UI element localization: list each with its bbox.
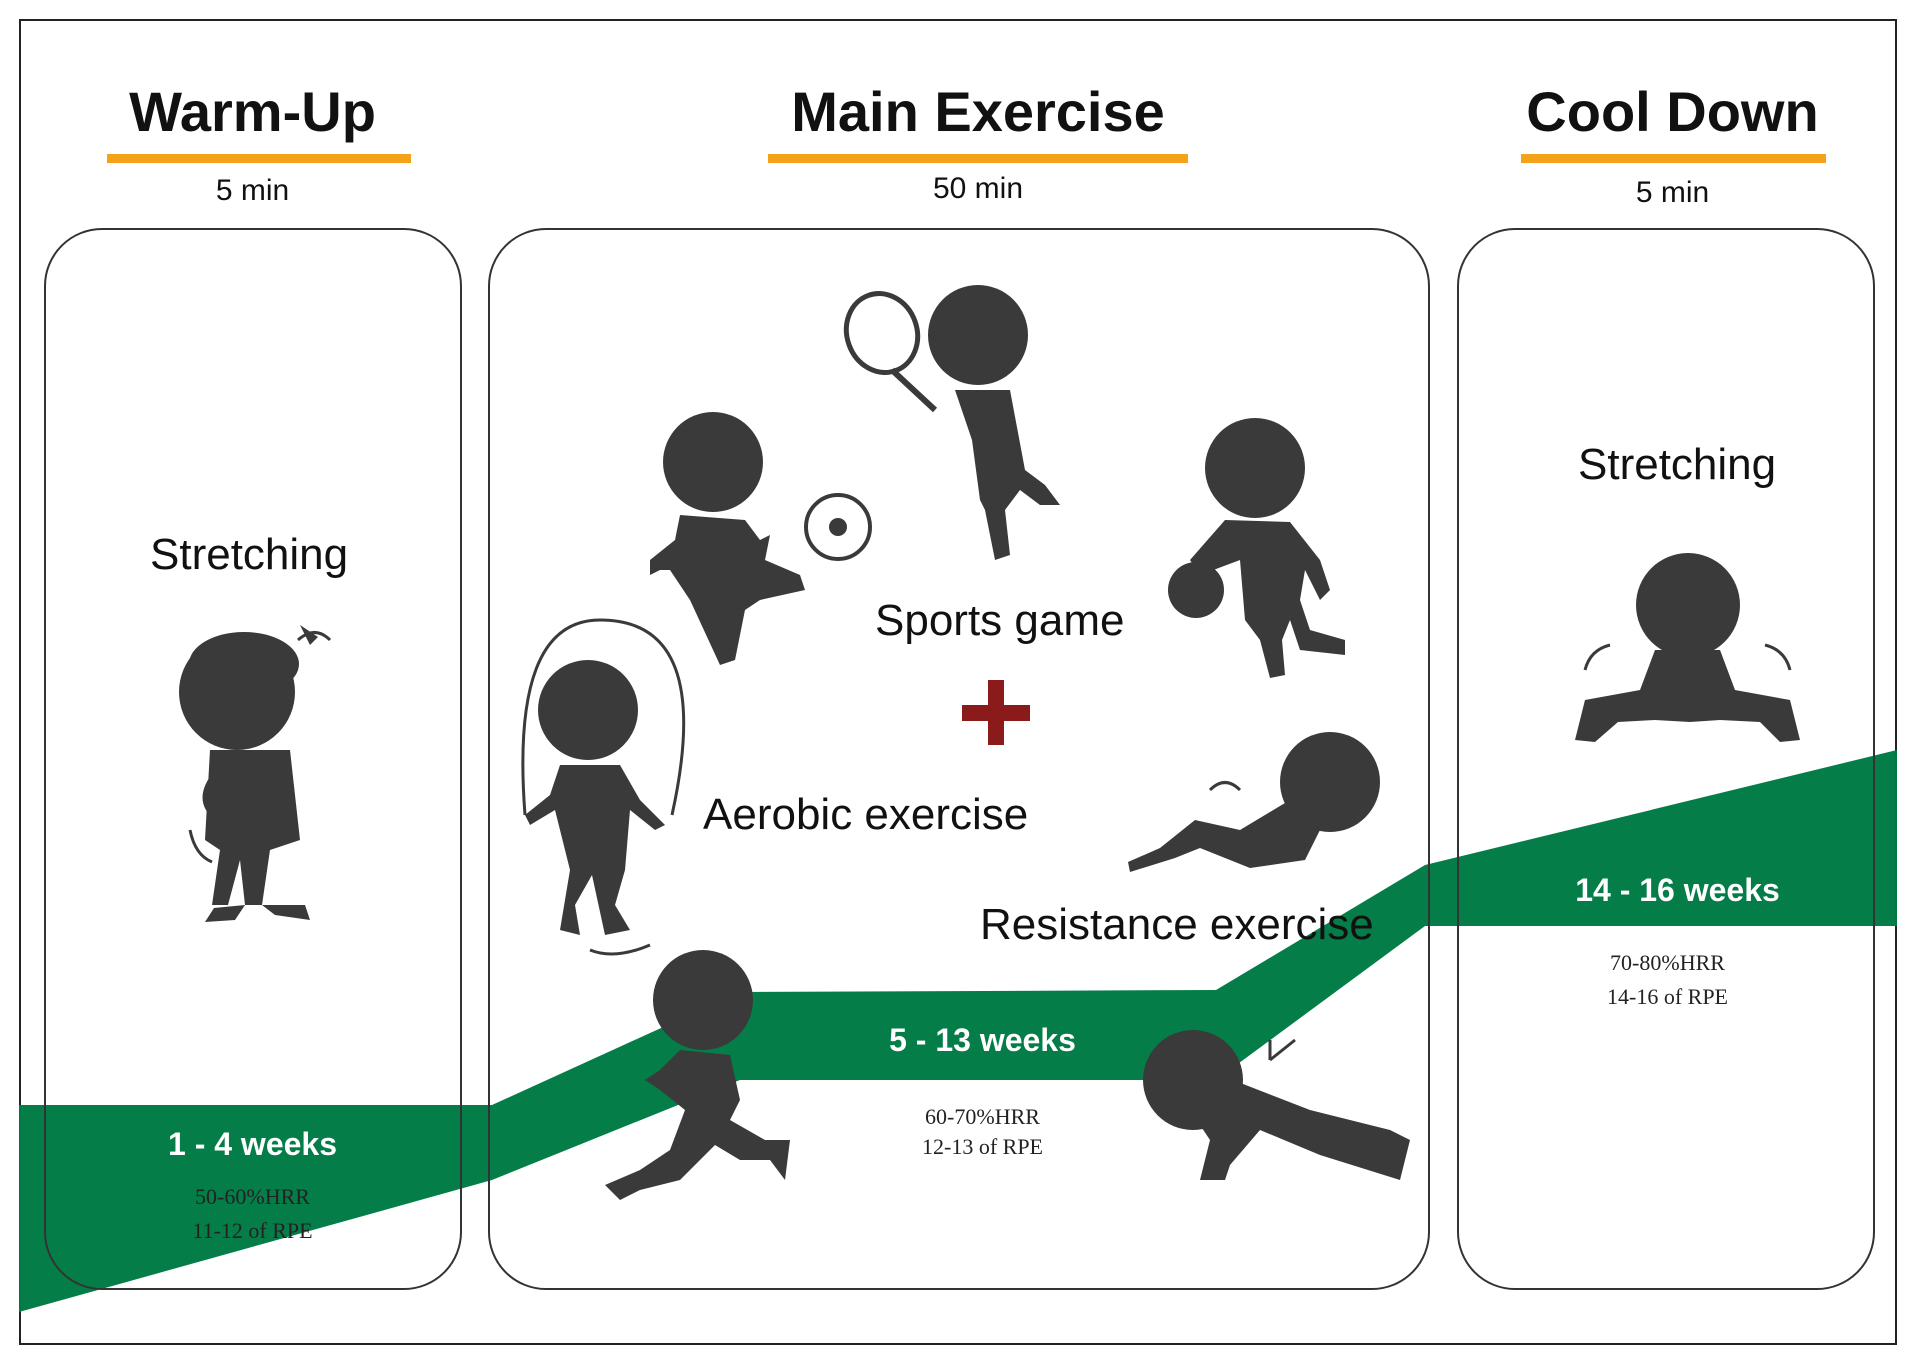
stretching-kid-icon — [179, 625, 332, 922]
seated-stretch-icon — [1575, 553, 1800, 742]
hrr-label-1: 50-60%HRR — [195, 1184, 310, 1209]
rpe-label-2: 12-13 of RPE — [922, 1134, 1043, 1159]
cooldown-title: Cool Down — [1526, 80, 1819, 143]
cooldown-duration: 5 min — [1635, 176, 1710, 209]
sports-game-label: Sports game — [875, 596, 1125, 645]
cooldown-panel — [1457, 228, 1875, 1290]
rpe-label-3: 14-16 of RPE — [1607, 984, 1728, 1009]
resistance-exercise-label: Resistance exercise — [980, 900, 1374, 949]
weeks-label-1: 1 - 4 weeks — [168, 1126, 337, 1162]
warmup-panel — [44, 228, 462, 1290]
cooldown-underline — [1521, 154, 1826, 163]
hrr-label-3: 70-80%HRR — [1610, 950, 1725, 975]
soccer-player-icon — [650, 412, 872, 665]
main-title: Main Exercise — [791, 80, 1165, 143]
hrr-label-2: 60-70%HRR — [925, 1104, 1040, 1129]
main-underline — [768, 154, 1188, 163]
weeks-label-2: 5 - 13 weeks — [889, 1022, 1076, 1058]
warmup-duration: 5 min — [215, 174, 290, 207]
cooldown-activity-label: Stretching — [1578, 440, 1777, 489]
tennis-player-icon — [843, 285, 1060, 560]
push-up-icon — [1143, 1030, 1410, 1180]
sit-up-icon — [1128, 732, 1380, 872]
aerobic-exercise-label: Aerobic exercise — [703, 790, 1029, 839]
main-duration: 50 min — [932, 172, 1024, 205]
warmup-underline — [107, 154, 411, 163]
rpe-label-1: 11-12 of RPE — [192, 1218, 313, 1243]
warmup-activity-label: Stretching — [150, 530, 349, 579]
jump-rope-icon — [521, 618, 686, 956]
plus-icon — [962, 680, 1030, 745]
outer-frame — [19, 19, 1897, 1345]
main-panel — [488, 228, 1430, 1290]
weeks-label-3: 14 - 16 weeks — [1575, 872, 1780, 908]
warmup-title: Warm-Up — [129, 80, 376, 143]
runner-icon — [605, 950, 790, 1200]
basketball-player-icon — [1168, 418, 1345, 678]
